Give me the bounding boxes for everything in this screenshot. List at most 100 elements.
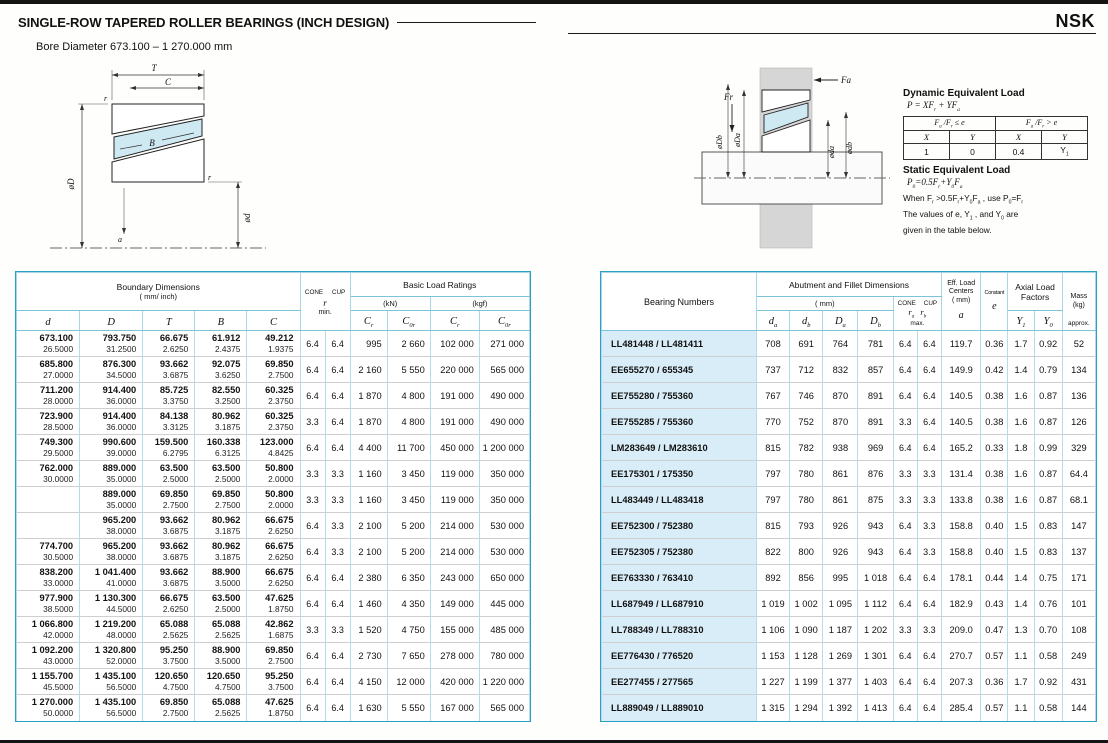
bearing-numbers-header: Bearing Numbers [601, 272, 757, 331]
cup-r-min-cell: 3.3 [324, 616, 351, 643]
static-load-formula: P0=0.5Fr+Y0Fa [907, 177, 963, 190]
bearing-number-cell: EE655270 / 655345 [601, 356, 757, 383]
constant-e-cell: 0.38 [980, 486, 1009, 513]
abutment-dim-cell: 1 301 [857, 642, 894, 669]
load-rating-cell: 780 000 [478, 642, 531, 669]
eff-load-centers-header: Eff. Load Centers ( mm) a [941, 272, 982, 331]
axial-factor-y0-cell: 0.83 [1033, 512, 1063, 539]
abutment-dim-cell: 752 [789, 408, 824, 435]
abutment-dim-cell: 770 [755, 408, 791, 435]
mass-cell: 64.4 [1061, 460, 1097, 487]
abutment-dim-cell: 1 413 [857, 694, 894, 721]
axial-factor-y1-cell: 1.3 [1007, 616, 1035, 643]
load-rating-cell: 490 000 [478, 382, 531, 409]
eff-load-center-cell: 119.7 [941, 330, 982, 357]
load-rating-cell: 4 350 [386, 590, 431, 617]
load-rating-cell: 4 400 [349, 434, 388, 461]
cone-r-max-cell: 6.4 [892, 330, 918, 357]
abutment-dim-cell: 876 [857, 460, 894, 487]
axial-factor-y1-cell: 1.6 [1007, 408, 1035, 435]
cone-r-max-cell: 6.4 [892, 694, 918, 721]
col-header-Da: Da [822, 310, 859, 331]
load-rating-cell: 485 000 [478, 616, 531, 643]
axial-factor-y1-cell: 1.4 [1007, 356, 1035, 383]
boundary-dimensions-header: Boundary Dimensions ( mm/ inch) [16, 272, 301, 311]
axial-factor-y0-cell: 0.92 [1033, 668, 1063, 695]
page-title: SINGLE-ROW TAPERED ROLLER BEARINGS (INCH… [18, 15, 390, 30]
load-rating-cell: 2 380 [349, 564, 388, 591]
load-rating-cell: 1 870 [349, 382, 388, 409]
value-x1: 1 [903, 143, 950, 161]
bearing-number-cell: LL889049 / LL889010 [601, 694, 757, 721]
cup-r-max-cell: 6.4 [916, 382, 943, 409]
bearing-number-cell: EE277455 / 277565 [601, 668, 757, 695]
axial-factor-y0-cell: 0.87 [1033, 460, 1063, 487]
cup-r-min-cell: 6.4 [324, 408, 351, 435]
abutment-dim-cell: 822 [755, 538, 791, 565]
load-rating-cell: 7 650 [386, 642, 431, 669]
factor-y2: Y [1041, 130, 1088, 145]
cone-r-min-cell: 6.4 [299, 694, 326, 721]
col-header-y1: Y1 [1007, 310, 1035, 331]
dim-label-oDb: øDb [715, 135, 724, 150]
cup-r-max-cell: 6.4 [916, 356, 943, 383]
cone-r-max-cell: 6.4 [892, 642, 918, 669]
abutment-dim-cell: 1 377 [822, 668, 859, 695]
load-rating-cell: 2 100 [349, 512, 388, 539]
load-rating-cell: 530 000 [478, 538, 531, 565]
axial-factor-y1-cell: 1.1 [1007, 694, 1035, 721]
cup-r-max-cell: 6.4 [916, 564, 943, 591]
axial-factor-y1-cell: 1.1 [1007, 642, 1035, 669]
nsk-logo: NSK [1055, 11, 1095, 31]
mass-cell: 136 [1061, 382, 1097, 409]
load-rating-cell: 1 520 [349, 616, 388, 643]
factor-x2: X [995, 130, 1042, 145]
dim-label-r2: r [208, 173, 212, 182]
cup-r-min-cell: 3.3 [324, 460, 351, 487]
bottom-rule [0, 740, 1108, 743]
cone-r-min-cell: 6.4 [299, 590, 326, 617]
cone-r-max-cell: 6.4 [892, 590, 918, 617]
cup-r-max-cell: 3.3 [916, 512, 943, 539]
static-load-title: Static Equivalent Load [903, 165, 1011, 177]
value-y1: 0 [949, 143, 996, 161]
abutment-unit-header: ( mm) [755, 296, 894, 311]
col-header-T: T [142, 310, 196, 331]
eff-load-center-cell: 140.5 [941, 382, 982, 409]
abutment-dim-cell: 764 [822, 330, 859, 357]
cup-r-max-cell: 3.3 [916, 460, 943, 487]
static-load-note-2: The values of e, Y1 , and Y0 are [903, 209, 1019, 222]
load-rating-cell: 1 160 [349, 460, 388, 487]
mass-cell: 68.1 [1061, 486, 1097, 513]
abutment-dim-cell: 1 269 [822, 642, 859, 669]
cup-r-max-cell: 3.3 [916, 486, 943, 513]
dim-label-B: B [149, 138, 155, 148]
factor-x1: X [903, 130, 950, 145]
abutment-dim-cell: 1 392 [822, 694, 859, 721]
mass-cell: 144 [1061, 694, 1097, 721]
load-rating-cell: 271 000 [478, 330, 531, 357]
cup-r-min-cell: 3.3 [324, 486, 351, 513]
